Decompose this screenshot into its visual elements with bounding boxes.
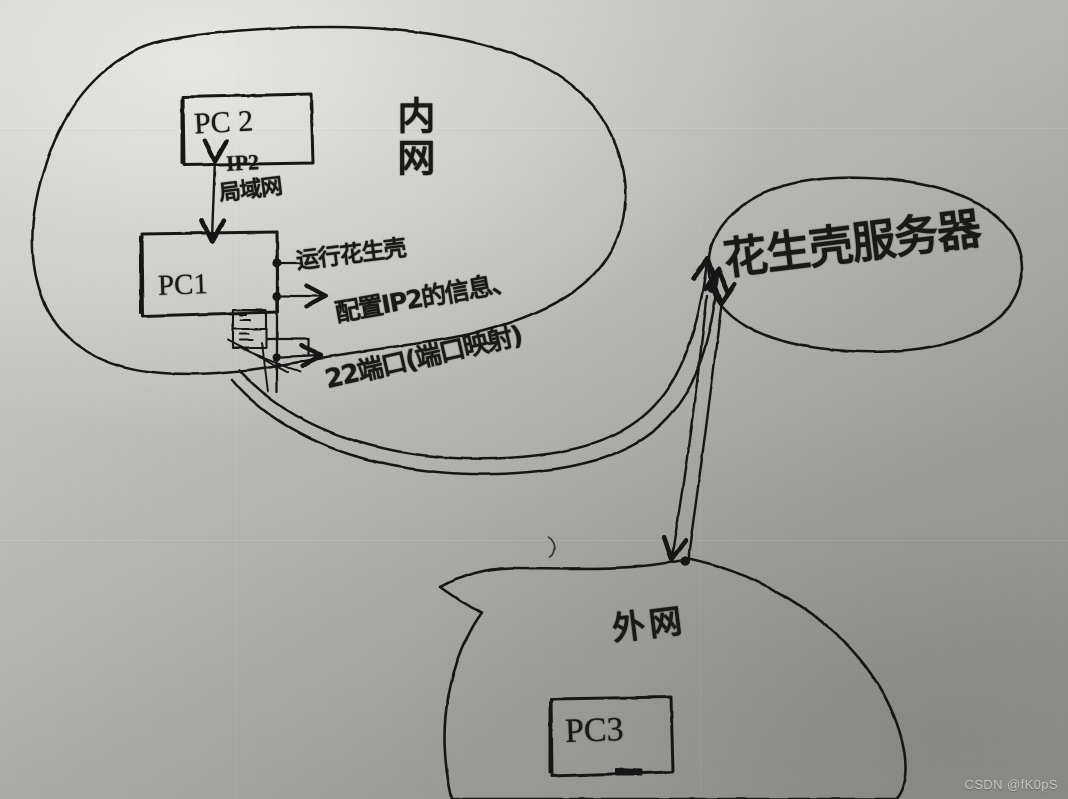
pc1-port-box <box>231 308 268 350</box>
paper-crease-horizontal-upper <box>0 128 1068 131</box>
pc2-label: PC 2 <box>193 104 254 141</box>
pc1-port-dot-configure-ip2 <box>272 291 282 301</box>
internal-network-cloud-outline <box>31 25 627 376</box>
server-link-anchor-dot <box>707 283 717 293</box>
link-pc1-to-server-lower <box>230 266 731 476</box>
pc3-label: PC3 <box>564 710 625 751</box>
stray-pen-mark <box>547 536 556 558</box>
pc3-stand-mark <box>615 768 643 776</box>
pc1-port-dot-run-oray <box>272 258 282 268</box>
internal-network-label: 内网 <box>390 96 435 180</box>
paper-crease-vertical-left <box>236 0 239 799</box>
paper-crease-vertical-right <box>700 0 703 799</box>
external-network-label: 外网 <box>609 600 689 649</box>
pc2-box <box>180 92 315 167</box>
junction-stray-strokes <box>227 339 301 393</box>
pc1-label: PC1 <box>157 268 209 302</box>
csdn-watermark: CSDN @fK0pS <box>964 777 1058 792</box>
pc1-port-dot-port-mapping <box>272 352 282 362</box>
link-pc1-to-server-upper <box>237 256 719 461</box>
pc1-arrow-port-mapping <box>280 343 324 369</box>
pc3-box <box>548 695 675 778</box>
external-network-cloud-outline <box>438 557 907 799</box>
paper-crease-horizontal-mid <box>0 540 1068 543</box>
link-server-to-external-right <box>686 279 738 562</box>
link-server-to-external-left <box>661 294 709 562</box>
pc1-port-bracket <box>264 337 310 357</box>
lan-link-arrow <box>199 138 229 244</box>
pc2-ip-label: IP2 <box>225 149 260 176</box>
